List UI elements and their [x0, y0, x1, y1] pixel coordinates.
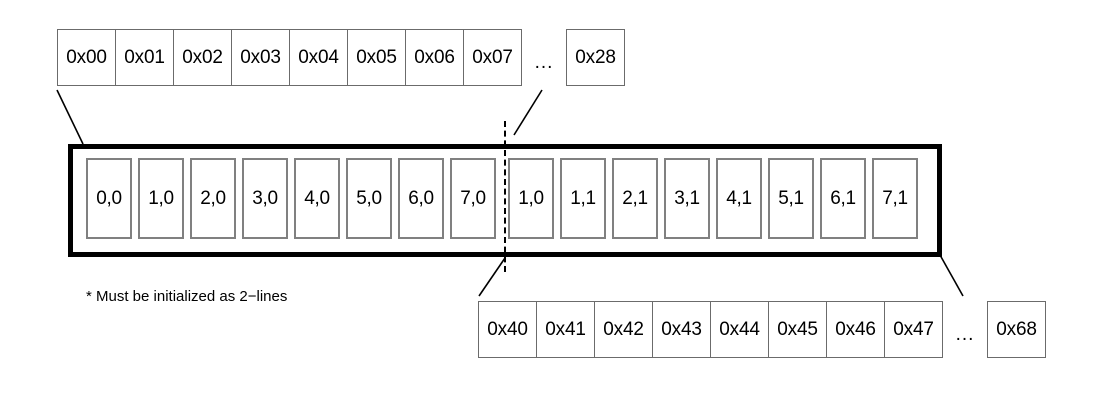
- address-cell: 0x01: [115, 29, 174, 86]
- leader-line-bottom-left: [478, 257, 506, 297]
- word-cell: 1,0: [508, 158, 554, 239]
- address-cell: 0x06: [405, 29, 464, 86]
- address-cell: 0x41: [536, 301, 595, 358]
- word-cell: 5,1: [768, 158, 814, 239]
- word-cell: 5,0: [346, 158, 392, 239]
- top-address-row: 0x00 0x01 0x02 0x03 0x04 0x05 0x06 0x07 …: [57, 29, 625, 86]
- address-cell: 0x46: [826, 301, 885, 358]
- address-cell: 0x07: [463, 29, 522, 86]
- word-cell: 7,0: [450, 158, 496, 239]
- address-cell: 0x42: [594, 301, 653, 358]
- address-range-ellipsis: ...: [955, 324, 975, 345]
- address-cell: 0x47: [884, 301, 943, 358]
- leader-line-top-right: [513, 89, 543, 136]
- address-range-ellipsis: ...: [534, 52, 554, 73]
- leader-line-bottom-right: [939, 254, 964, 297]
- word-cell: 2,1: [612, 158, 658, 239]
- word-cell: 3,0: [242, 158, 288, 239]
- address-cell-tail: 0x28: [566, 29, 625, 86]
- address-cell: 0x44: [710, 301, 769, 358]
- word-cell: 6,0: [398, 158, 444, 239]
- address-cell: 0x05: [347, 29, 406, 86]
- address-cell: 0x00: [57, 29, 116, 86]
- word-cell: 1,1: [560, 158, 606, 239]
- word-cell: 3,1: [664, 158, 710, 239]
- leader-line-top-left: [56, 89, 84, 145]
- address-cell: 0x04: [289, 29, 348, 86]
- word-cell: 0,0: [86, 158, 132, 239]
- address-cell-tail: 0x68: [987, 301, 1046, 358]
- word-cell: 4,0: [294, 158, 340, 239]
- address-cell: 0x03: [231, 29, 290, 86]
- cache-line-half-divider: [504, 121, 506, 272]
- address-cell: 0x40: [478, 301, 537, 358]
- address-cell: 0x02: [173, 29, 232, 86]
- word-cell: 1,0: [138, 158, 184, 239]
- word-cell: 7,1: [872, 158, 918, 239]
- word-cell: 6,1: [820, 158, 866, 239]
- address-cell: 0x45: [768, 301, 827, 358]
- cache-line-word-cells: 0,0 1,0 2,0 3,0 4,0 5,0 6,0 7,0 1,0 1,1 …: [86, 158, 918, 239]
- address-cell: 0x43: [652, 301, 711, 358]
- bottom-address-row: 0x40 0x41 0x42 0x43 0x44 0x45 0x46 0x47 …: [478, 301, 1046, 358]
- word-cell: 2,0: [190, 158, 236, 239]
- word-cell: 4,1: [716, 158, 762, 239]
- footnote-text: * Must be initialized as 2−lines: [86, 288, 288, 305]
